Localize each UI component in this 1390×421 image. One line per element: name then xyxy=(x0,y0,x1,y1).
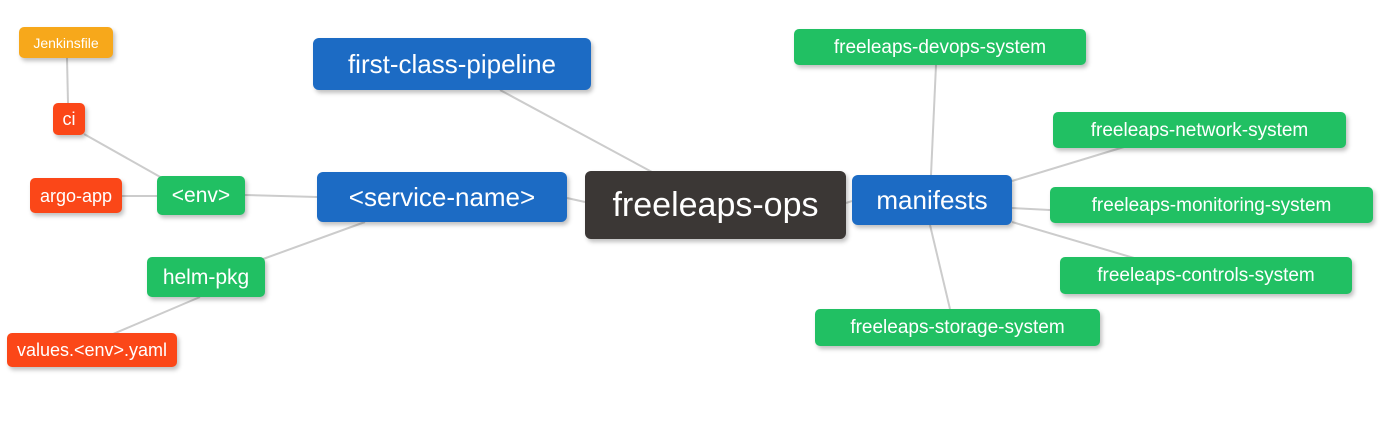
node-network-system[interactable]: freeleaps-network-system xyxy=(1053,112,1346,148)
node-monitoring-system[interactable]: freeleaps-monitoring-system xyxy=(1050,187,1373,223)
edge-ci-env xyxy=(83,133,163,179)
edge-env-service-name xyxy=(244,194,318,198)
edge-helm-pkg-values xyxy=(112,296,201,335)
edge-manifests-monitoring xyxy=(1011,207,1051,211)
node-jenkinsfile[interactable]: Jenkinsfile xyxy=(19,27,113,58)
node-storage-system[interactable]: freeleaps-storage-system xyxy=(815,309,1100,346)
edge-service-name-root xyxy=(566,197,586,203)
node-helm-pkg[interactable]: helm-pkg xyxy=(147,257,265,297)
edge-manifests-storage xyxy=(929,224,951,310)
edge-manifests-network xyxy=(1011,146,1125,182)
node-service-name[interactable]: <service-name> xyxy=(317,172,567,222)
edge-manifests-devops xyxy=(930,64,937,176)
node-first-class-pipeline[interactable]: first-class-pipeline xyxy=(313,38,591,90)
node-values-env-yaml[interactable]: values.<env>.yaml xyxy=(7,333,177,367)
edge-pipeline-root xyxy=(499,89,653,173)
node-devops-system[interactable]: freeleaps-devops-system xyxy=(794,29,1086,65)
edge-root-manifests xyxy=(845,200,853,204)
node-root-freeleaps-ops[interactable]: freeleaps-ops xyxy=(585,171,846,239)
node-ci[interactable]: ci xyxy=(53,103,85,135)
edge-manifests-controls xyxy=(1011,221,1135,259)
node-controls-system[interactable]: freeleaps-controls-system xyxy=(1060,257,1352,294)
node-manifests[interactable]: manifests xyxy=(852,175,1012,225)
edge-service-name-helm-pkg xyxy=(262,221,366,260)
edge-jenkinsfile-ci xyxy=(66,57,69,104)
node-env[interactable]: <env> xyxy=(157,176,245,215)
node-argo-app[interactable]: argo-app xyxy=(30,178,122,213)
